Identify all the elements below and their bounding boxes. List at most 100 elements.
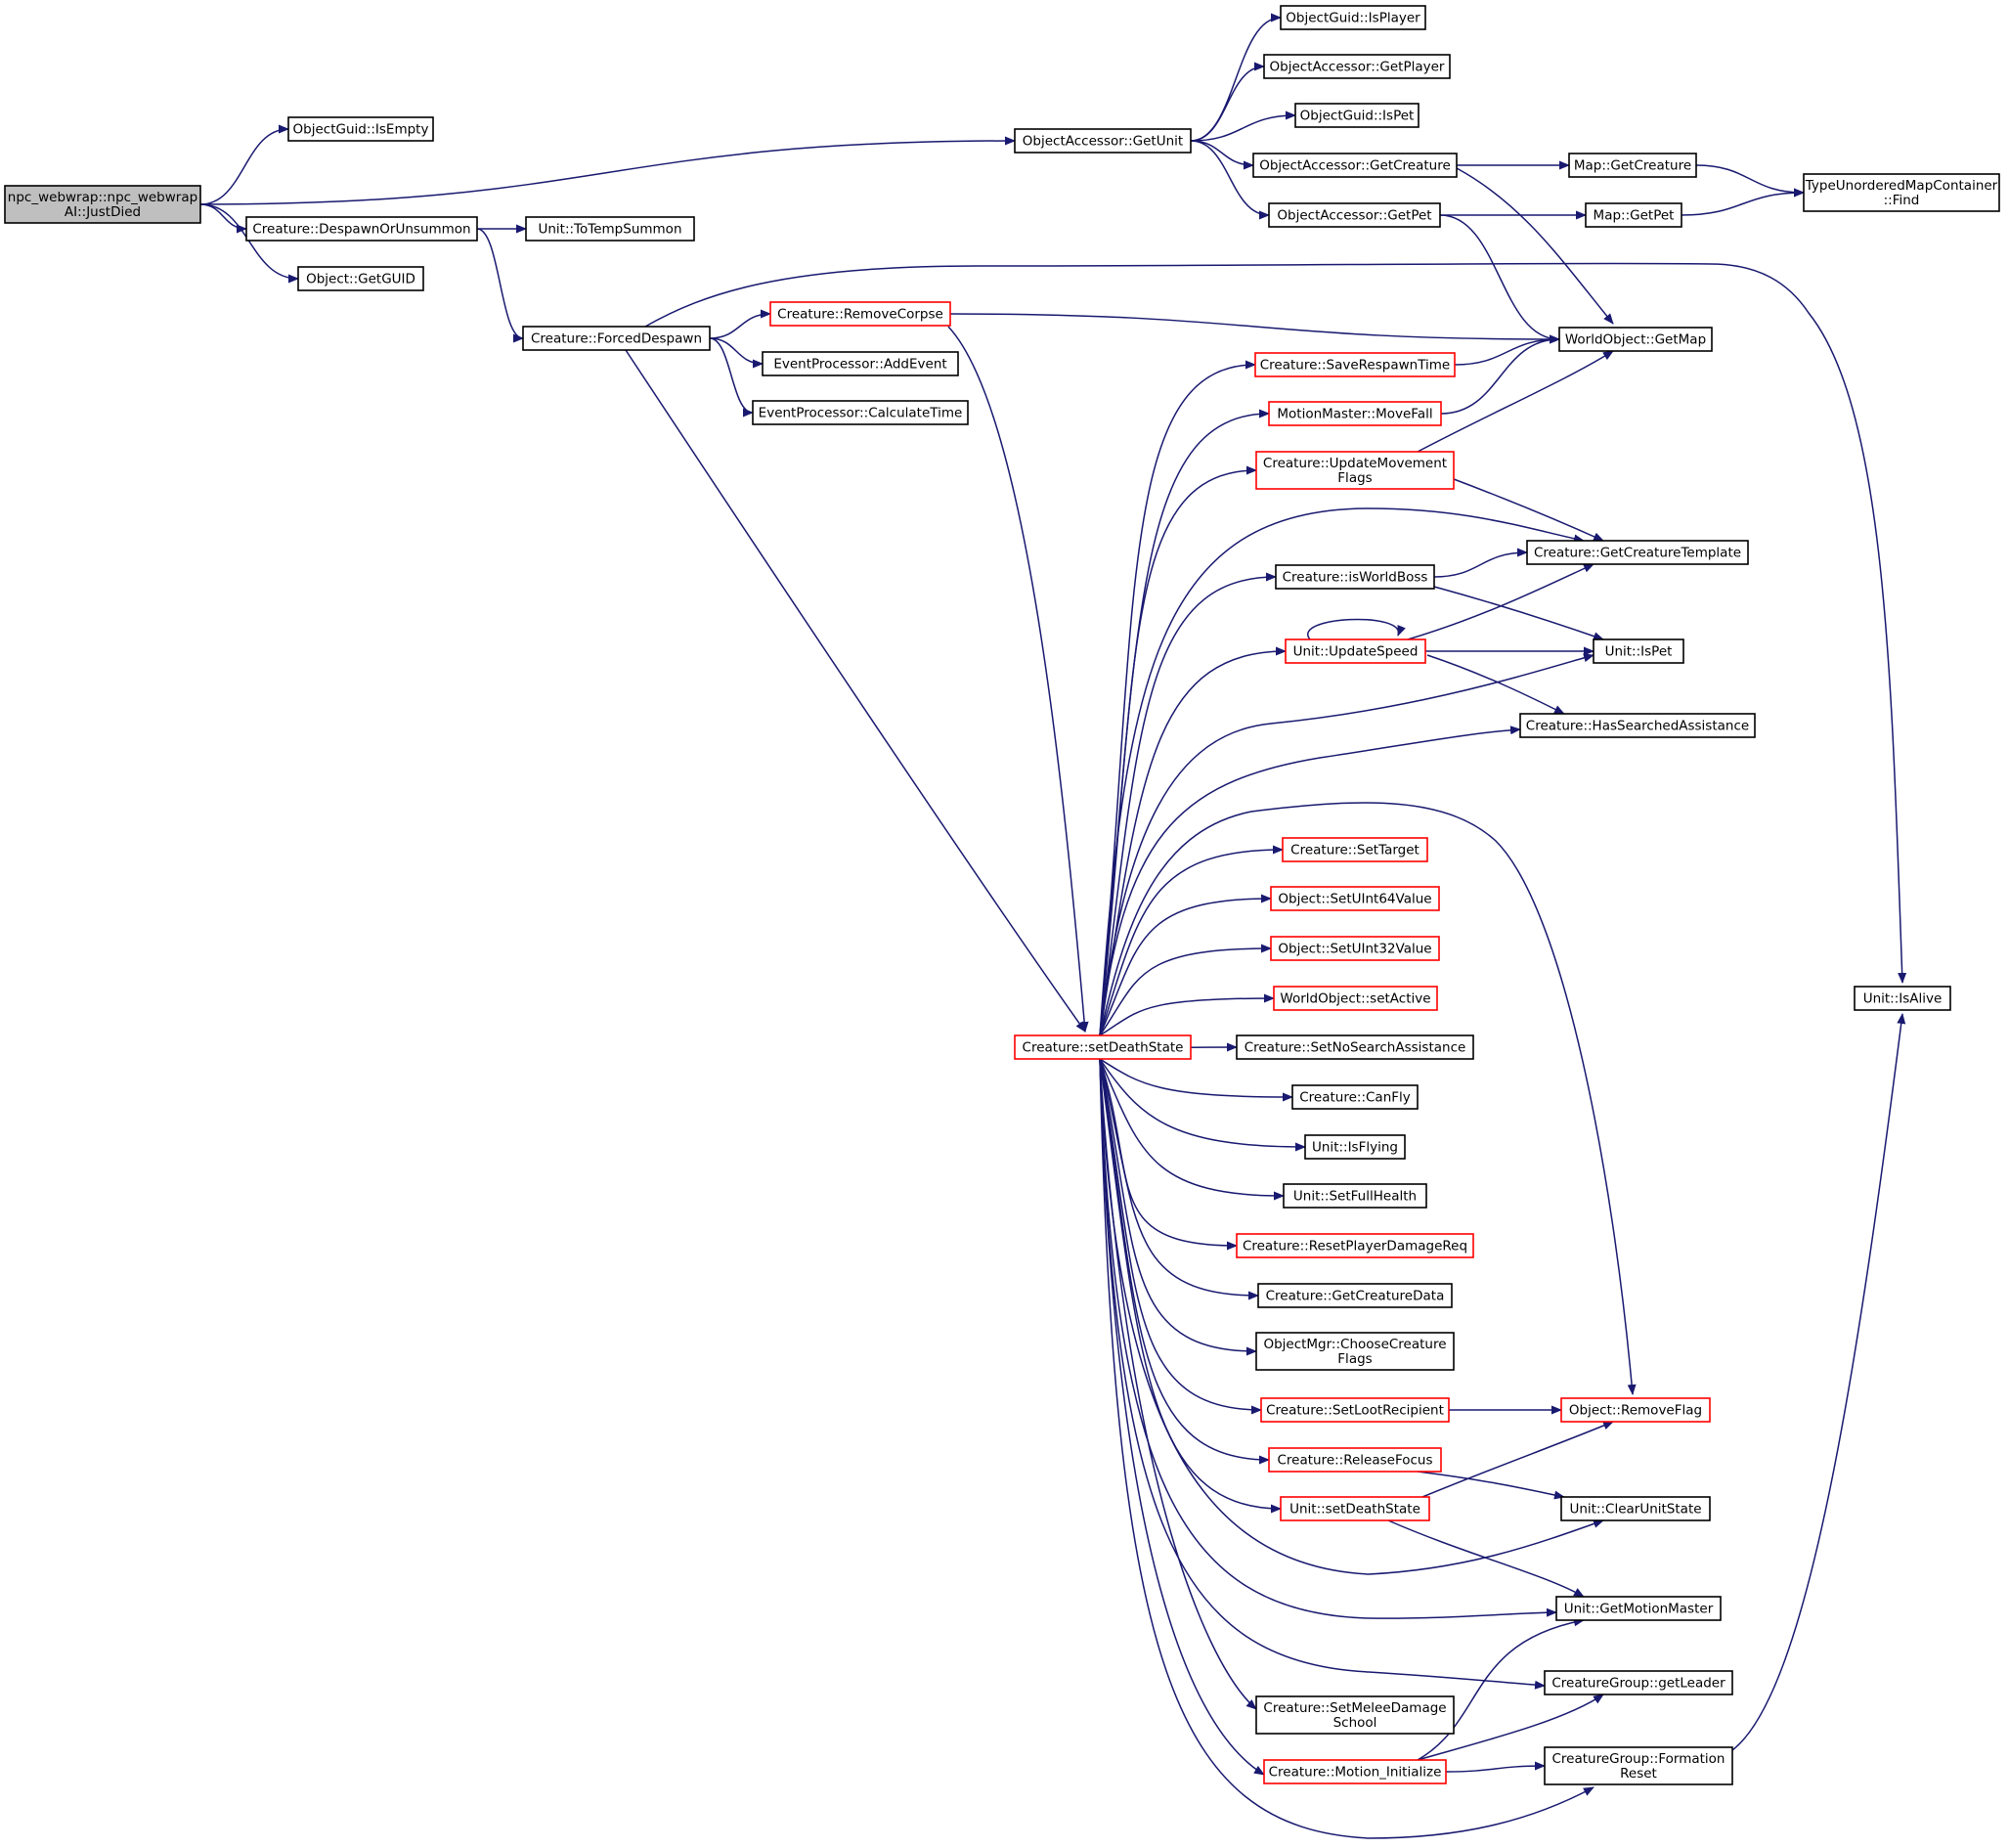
edge-path	[1407, 563, 1594, 640]
node-set-active[interactable]: WorldObject::setActive	[1273, 986, 1438, 1011]
node-unit-set-death-state[interactable]: Unit::setDeathState	[1280, 1496, 1430, 1521]
edge-path	[1099, 1058, 1282, 1514]
node-label-line: ObjectGuid::IsPet	[1300, 109, 1415, 124]
node-unit-ispet[interactable]: Unit::IsPet	[1593, 638, 1684, 664]
node-set-loot-recipient[interactable]: Creature::SetLootRecipient	[1260, 1397, 1450, 1423]
call-edge-set_death_state-to-get_creature_data	[1099, 1058, 1259, 1300]
node-tumc-find[interactable]: TypeUnorderedMapContainer::Find	[1803, 173, 2000, 212]
call-edge-set_death_state-to-get_motion_master	[1099, 1058, 1557, 1619]
node-box	[287, 116, 434, 142]
edge-path	[1731, 1013, 1906, 1751]
node-label-line: Unit::setDeathState	[1289, 1502, 1420, 1518]
node-release-focus[interactable]: Creature::ReleaseFocus	[1268, 1447, 1442, 1473]
node-get-leader[interactable]: CreatureGroup::getLeader	[1544, 1670, 1733, 1695]
node-set-no-search-assistance[interactable]: Creature::SetNoSearchAssistance	[1236, 1034, 1474, 1060]
node-wo-getmap[interactable]: WorldObject::GetMap	[1558, 327, 1713, 352]
node-box	[1544, 1670, 1733, 1695]
call-edge-forced_despawn-to-unit_isalive	[644, 262, 1907, 984]
call-edge-set_death_state-to-choose_creature_flags	[1099, 1058, 1257, 1356]
node-get-creature-data[interactable]: Creature::GetCreatureData	[1257, 1283, 1453, 1308]
node-oa-getcreature[interactable]: ObjectAccessor::GetCreature	[1252, 153, 1458, 178]
edge-path	[949, 313, 1560, 344]
node-remove-flag[interactable]: Object::RemoveFlag	[1560, 1397, 1711, 1423]
node-box	[1275, 564, 1435, 590]
node-forced-despawn[interactable]: Creature::ForcedDespawn	[522, 326, 711, 351]
node-label-line: Object::GetGUID	[306, 272, 415, 287]
node-to-temp-summon[interactable]: Unit::ToTempSummon	[525, 216, 695, 242]
node-set-target[interactable]: Creature::SetTarget	[1282, 837, 1428, 862]
edge-path	[1099, 653, 1594, 1036]
call-edge-oa_getunit-to-oa_getplayer	[1190, 62, 1265, 142]
node-object-getguid[interactable]: Object::GetGUID	[297, 266, 424, 291]
node-despawn-or-unsummon[interactable]: Creature::DespawnOrUnsummon	[245, 216, 478, 242]
node-map-getcreature[interactable]: Map::GetCreature	[1568, 153, 1697, 178]
edge-path	[1099, 1058, 1306, 1152]
node-set-full-health[interactable]: Unit::SetFullHealth	[1283, 1183, 1427, 1209]
node-get-creature-template[interactable]: Creature::GetCreatureTemplate	[1526, 540, 1749, 565]
node-reset-player-damage-req[interactable]: Creature::ResetPlayerDamageReq	[1236, 1233, 1474, 1258]
edge-path	[1433, 586, 1604, 640]
node-box	[1252, 153, 1458, 178]
node-label-line: ObjectGuid::IsPlayer	[1286, 11, 1420, 26]
edge-path	[1307, 618, 1406, 640]
node-has-searched-assistance[interactable]: Creature::HasSearchedAssistance	[1519, 713, 1756, 738]
node-add-event[interactable]: EventProcessor::AddEvent	[762, 351, 959, 376]
node-clear-unit-state[interactable]: Unit::ClearUnitState	[1560, 1496, 1711, 1521]
edge-path	[1099, 1058, 1293, 1102]
node-save-respawn-time[interactable]: Creature::SaveRespawnTime	[1254, 352, 1456, 377]
edge-path	[1190, 62, 1265, 142]
edge-path	[1099, 1058, 1262, 1415]
node-box	[769, 301, 951, 327]
node-box	[297, 266, 424, 291]
call-edge-motion_initialize-to-formation_reset	[1445, 1761, 1546, 1773]
node-map-getpet[interactable]: Map::GetPet	[1585, 202, 1682, 228]
node-label-line: Unit::IsFlying	[1312, 1140, 1398, 1156]
node-label-line: Unit::ToTempSummon	[538, 222, 681, 238]
edge-path	[199, 136, 1016, 205]
node-is-world-boss[interactable]: Creature::isWorldBoss	[1275, 564, 1435, 590]
node-oa-getplayer[interactable]: ObjectAccessor::GetPlayer	[1263, 54, 1451, 79]
node-motion-initialize[interactable]: Creature::Motion_Initialize	[1263, 1759, 1447, 1784]
node-get-motion-master[interactable]: Unit::GetMotionMaster	[1555, 1596, 1722, 1621]
node-guid-isempty[interactable]: ObjectGuid::IsEmpty	[287, 116, 434, 142]
node-label-line: Creature::GetCreatureTemplate	[1534, 546, 1741, 561]
edge-path	[1099, 1058, 1557, 1619]
node-box	[1280, 1496, 1430, 1521]
node-label-line: Unit::UpdateSpeed	[1293, 644, 1419, 660]
node-calculate-time[interactable]: EventProcessor::CalculateTime	[752, 400, 969, 425]
node-label-line: Creature::GetCreatureData	[1266, 1289, 1445, 1304]
node-remove-corpse[interactable]: Creature::RemoveCorpse	[769, 301, 951, 327]
node-oa-getunit[interactable]: ObjectAccessor::GetUnit	[1014, 128, 1192, 154]
call-edge-root-to-despawn_or_unsummon	[199, 203, 247, 234]
node-unit-isalive[interactable]: Unit::IsAlive	[1854, 986, 1951, 1011]
node-can-fly[interactable]: Creature::CanFly	[1291, 1084, 1419, 1110]
node-label-line: Object::RemoveFlag	[1569, 1403, 1702, 1419]
call-edge-update_speed-to-has_searched_assistance	[1426, 654, 1565, 715]
node-box	[1270, 936, 1440, 961]
node-set-uint64[interactable]: Object::SetUInt64Value	[1270, 886, 1440, 911]
node-update-speed[interactable]: Unit::UpdateSpeed	[1285, 638, 1426, 664]
edge-path	[1190, 140, 1254, 170]
node-guid-ispet[interactable]: ObjectGuid::IsPet	[1294, 103, 1419, 128]
call-edge-set_death_state-to-clear_unit_state	[1099, 1058, 1604, 1575]
node-set-death-state[interactable]: Creature::setDeathState	[1014, 1034, 1192, 1060]
node-box	[1593, 638, 1684, 664]
node-label-line: Creature::UpdateMovement	[1263, 456, 1447, 471]
node-is-flying[interactable]: Unit::IsFlying	[1304, 1134, 1406, 1160]
node-box	[1268, 1447, 1442, 1473]
node-box	[4, 185, 201, 224]
node-guid-isplayer[interactable]: ObjectGuid::IsPlayer	[1280, 5, 1426, 30]
node-set-uint32[interactable]: Object::SetUInt32Value	[1270, 936, 1440, 961]
call-edge-set_death_state-to-set_full_health	[1099, 1058, 1285, 1201]
node-oa-getpet[interactable]: ObjectAccessor::GetPet	[1268, 202, 1441, 228]
node-move-fall[interactable]: MotionMaster::MoveFall	[1268, 401, 1442, 426]
node-label-line: Object::SetUInt32Value	[1278, 942, 1431, 957]
call-edge-motion_initialize-to-get_motion_master	[1417, 1617, 1585, 1761]
call-edge-move_fall-to-wo_getmap	[1440, 334, 1560, 415]
node-label-line: EventProcessor::AddEvent	[773, 357, 946, 373]
